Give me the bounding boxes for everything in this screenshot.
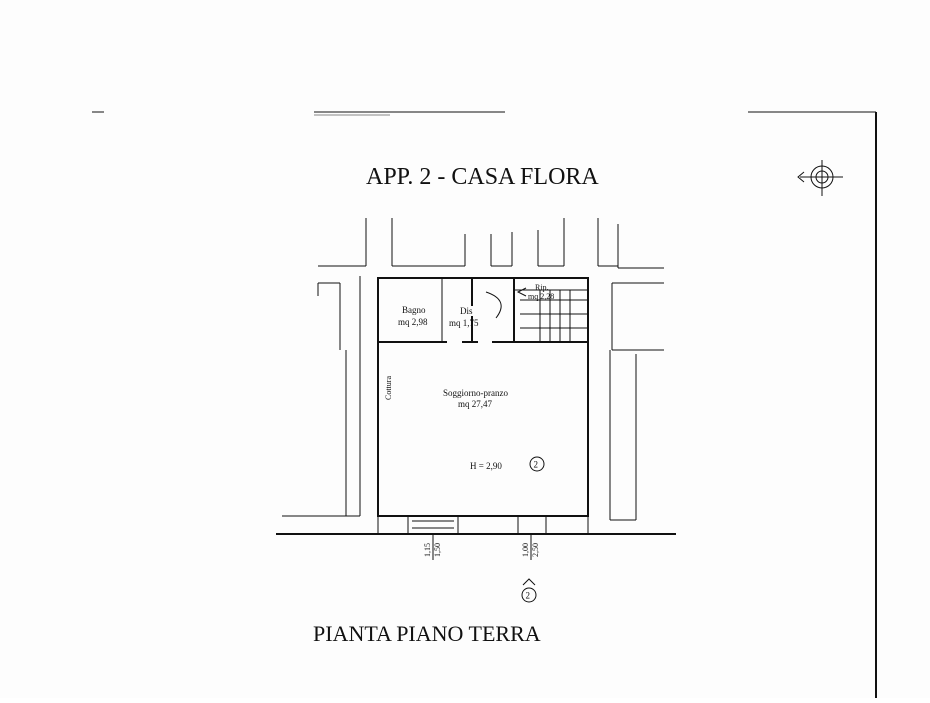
door-dim-bottom: 2,50 (531, 543, 540, 557)
section-marker-icon: 2 (521, 578, 537, 603)
surrounding-walls (282, 218, 664, 521)
room-rip-area: mq 2,28 (528, 292, 554, 301)
room-dis-name: Dis (460, 306, 473, 316)
window-dim-top: 1,15 (423, 543, 432, 557)
scan-frame (92, 111, 877, 698)
plan-title: APP. 2 - CASA FLORA (366, 164, 599, 190)
room-rip-name: Rip. (535, 283, 549, 292)
cottura-label: Cottura (384, 376, 393, 400)
room-height: H = 2,90 (470, 461, 502, 471)
north-arrow-icon (797, 160, 843, 196)
room-dis-area: mq 1,75 (449, 318, 479, 328)
svg-text:2: 2 (534, 460, 539, 470)
room-soggiorno-name: Soggiorno-pranzo (443, 388, 508, 398)
apartment-walls (276, 277, 676, 535)
room-bagno-name: Bagno (402, 305, 426, 315)
svg-text:2: 2 (526, 591, 531, 601)
room-soggiorno-area: mq 27,47 (458, 399, 493, 409)
window-dim-bottom: 1,50 (433, 543, 442, 557)
room-bagno-area: mq 2,98 (398, 317, 428, 327)
staircase (485, 287, 588, 342)
door-dim-top: 1,00 (521, 543, 530, 557)
plan-subtitle: PIANTA PIANO TERRA (313, 621, 541, 646)
circled-number-icon: 2 (529, 456, 545, 472)
